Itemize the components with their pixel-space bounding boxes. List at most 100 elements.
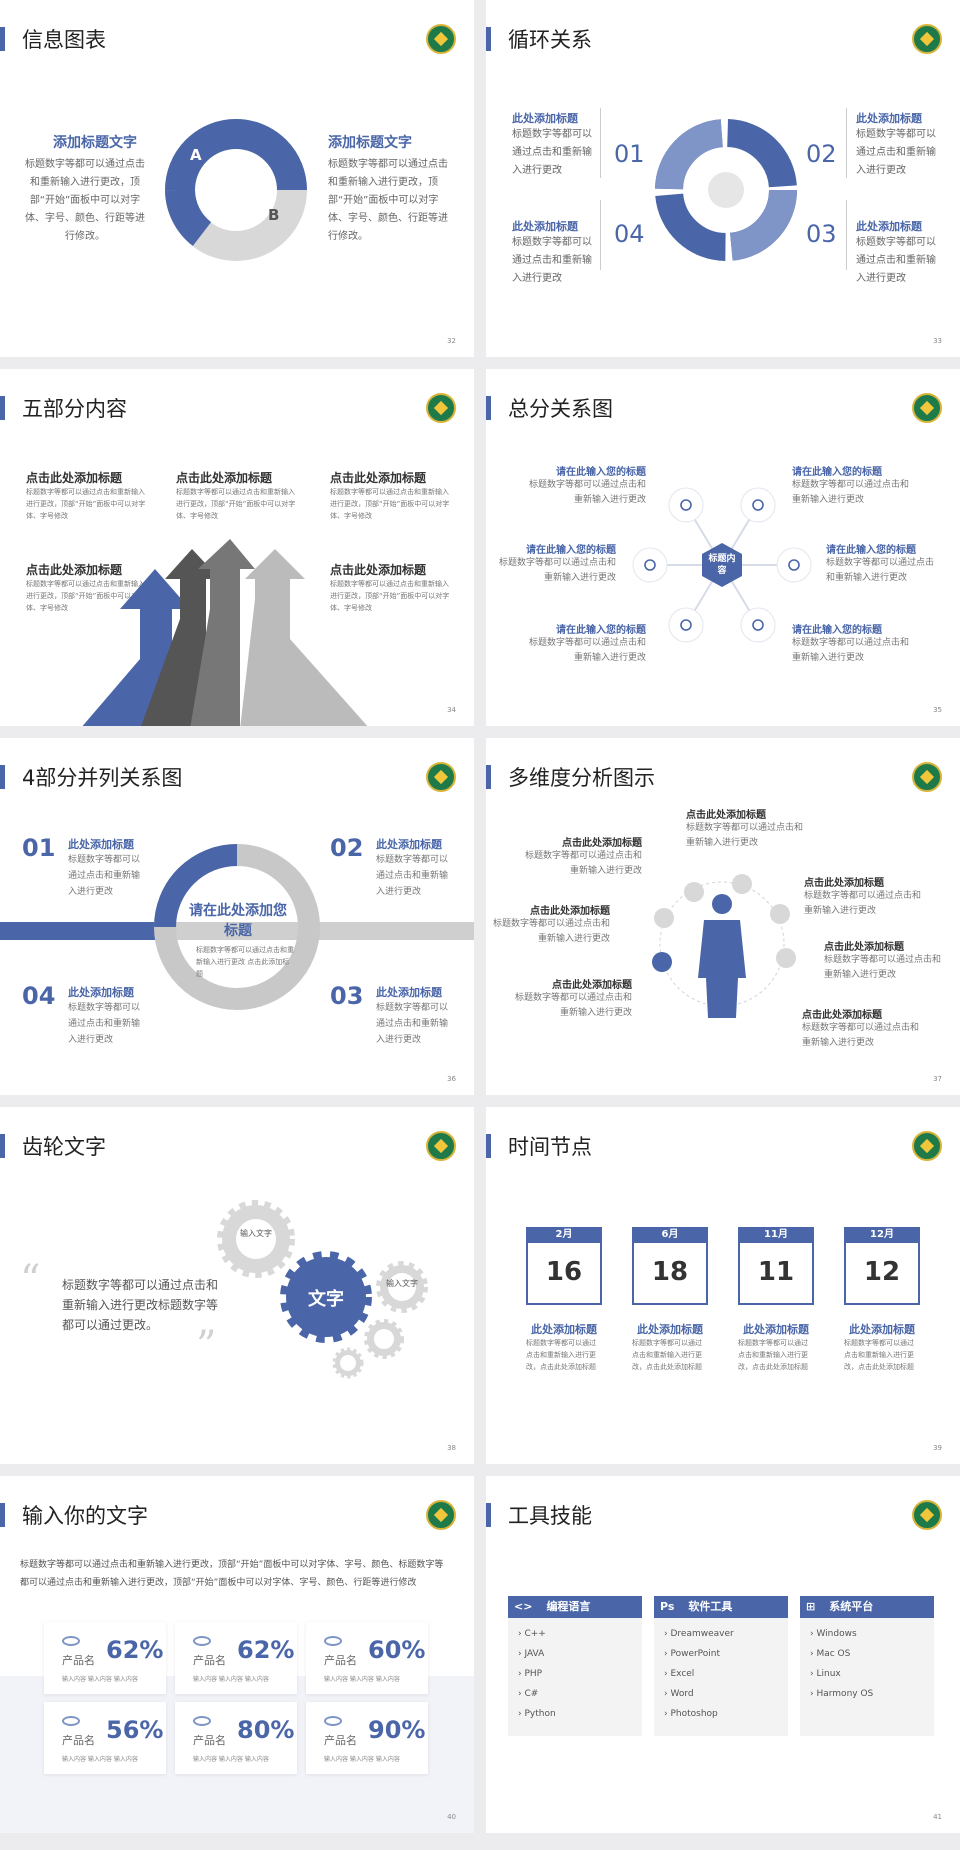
item-body: 标题数字等都可以通过点击和重新输入进行更改 xyxy=(792,638,910,663)
gear-small-label: 输入文字 xyxy=(240,1229,272,1238)
item-body: 标题数字等都可以通过点击和重新输入进行更改，点击此处添加标题 xyxy=(632,1339,702,1371)
item-heading: 此处添加标题 xyxy=(849,1323,915,1336)
part-5: 点击此处添加标题标题数字等都可以通过点击和重新输入进行更改，顶部“开始”面板中可… xyxy=(330,561,450,614)
item-body: 标题数字等都可以通过点击和重新输入进行更改 xyxy=(804,891,922,916)
slide-hub[interactable]: 总分关系图 标题内容 请在此输入您的标题标题数字等都可以通过点击和重新输入进行更… xyxy=(486,369,960,726)
quote-close-icon: ” xyxy=(196,1323,217,1369)
gear-icon xyxy=(776,547,812,583)
slide-title: 输入你的文字 xyxy=(22,1504,148,1528)
product-percent: 62% xyxy=(106,1636,164,1664)
gear-icon xyxy=(632,547,668,583)
part-3: 点击此处添加标题标题数字等都可以通过点击和重新输入进行更改，顶部“开始”面板中可… xyxy=(330,469,450,522)
num-01: 01 xyxy=(22,834,56,862)
dim-item-3: 点击此处添加标题标题数字等都可以通过点击和重新输入进行更改 xyxy=(804,874,924,919)
donut-segment-a xyxy=(165,119,307,191)
people-icon xyxy=(708,172,744,208)
school-logo-icon xyxy=(912,24,942,54)
skill-header: ⊞ 系统平台 xyxy=(800,1596,934,1618)
skill-heading: 系统平台 xyxy=(829,1600,874,1613)
item-heading: 点击此处添加标题 xyxy=(686,810,766,821)
product-label: 产品名 xyxy=(324,1734,357,1747)
school-logo-icon xyxy=(912,1131,942,1161)
product-label: 产品名 xyxy=(62,1734,95,1747)
product-card: 产品名 56% 输入内容 输入内容 输入内容 xyxy=(44,1702,166,1774)
hub-diagram xyxy=(632,487,812,643)
slide-title: 信息图表 xyxy=(22,28,106,52)
title-bar xyxy=(486,1134,491,1158)
part-body: 标题数字等都可以通过点击和重新输入进行更改，顶部“开始”面板中可以对字体、字号修… xyxy=(176,488,296,520)
item-heading: 点击此处添加标题 xyxy=(530,906,610,917)
slide-title: 齿轮文字 xyxy=(22,1135,106,1159)
product-card: 产品名 62% 输入内容 输入内容 输入内容 xyxy=(44,1622,166,1694)
gear-icon xyxy=(668,487,704,523)
product-sub: 输入内容 输入内容 输入内容 xyxy=(193,1756,269,1763)
page-number: 38 xyxy=(447,1444,456,1452)
ring-segment-light xyxy=(655,119,797,261)
part-body: 标题数字等都可以通过点击和重新输入进行更改 xyxy=(68,855,141,897)
slide-timeline[interactable]: 时间节点 2月 16 此处添加标题 标题数字等都可以通过点击和重新输入进行更改，… xyxy=(486,1107,960,1464)
skill-item: › Windows xyxy=(810,1629,857,1639)
slide-title: 时间节点 xyxy=(508,1135,592,1159)
dim-item-2: 点击此处添加标题标题数字等都可以通过点击和重新输入进行更改 xyxy=(522,834,642,879)
slide-multi-dimension[interactable]: 多维度分析图示 点击此处添加标题标题数字等都可以通过点击和重新输入进行更改 点击… xyxy=(486,738,960,1095)
product-sub: 输入内容 输入内容 输入内容 xyxy=(324,1676,400,1683)
slide-four-parallel[interactable]: 4部分并列关系图 请在此处添加您标题 标题数字等都可以通过点击和重新输入进行更改… xyxy=(0,738,474,1095)
dim-item-7: 点击此处添加标题标题数字等都可以通过点击和重新输入进行更改 xyxy=(802,1006,922,1051)
slide-info-chart[interactable]: 信息图表 添加标题文字 标题数字等都可以通过点击和重新输入进行更改，顶部“开始”… xyxy=(0,0,474,357)
center-ring xyxy=(154,844,320,1010)
center-hexagon xyxy=(702,543,742,587)
part-heading: 点击此处添加标题 xyxy=(26,563,123,577)
item-body: 标题数字等都可以通过点击和重新输入进行更改 xyxy=(826,558,935,583)
title-bar xyxy=(0,1503,5,1527)
skill-item-label: Python xyxy=(524,1709,556,1719)
slide-tools-skills[interactable]: 工具技能 <>编程语言› C++› JAVA› PHP› C#› Python … xyxy=(486,1476,960,1833)
item-heading: 此处添加标题 xyxy=(512,112,578,125)
person-body xyxy=(698,920,746,1018)
item-heading: 此处添加标题 xyxy=(531,1323,597,1336)
part-heading: 此处添加标题 xyxy=(376,838,442,851)
calendar-1: 2月 16 此处添加标题 标题数字等都可以通过点击和重新输入进行更改，点击此处添… xyxy=(526,1227,602,1373)
center-heading: 请在此处添加您标题 xyxy=(189,903,287,939)
page-number: 39 xyxy=(933,1444,942,1452)
product-sub: 输入内容 输入内容 输入内容 xyxy=(324,1756,400,1763)
slide-input-text[interactable]: 输入你的文字 标题数字等都可以通过点击和重新输入进行更改，顶部“开始”面板中可以… xyxy=(0,1476,474,1833)
skill-icon: <> xyxy=(514,1600,533,1613)
part-body: 标题数字等都可以通过点击和重新输入进行更改，顶部“开始”面板中可以对字体、字号修… xyxy=(26,580,146,612)
skill-item: › Mac OS xyxy=(810,1649,851,1659)
skill-item: › Photoshop xyxy=(664,1709,718,1719)
page-number: 33 xyxy=(933,337,942,345)
item-body: 标题数字等都可以通过点击和重新输入进行更改 xyxy=(512,237,592,284)
product-icon xyxy=(62,1716,80,1726)
item-heading: 此处添加标题 xyxy=(856,220,922,233)
right-heading: 添加标题文字 xyxy=(328,135,412,151)
title-bar xyxy=(486,27,491,51)
slide-cycle[interactable]: 循环关系 此处添加标题 标题数字等都可以通过点击和重新输入进行更改 此处添加标题… xyxy=(486,0,960,357)
skill-item-label: Dreamweaver xyxy=(670,1629,734,1639)
skill-item-label: Mac OS xyxy=(816,1649,851,1659)
item-body: 标题数字等都可以通过点击和重新输入进行更改 xyxy=(512,129,592,176)
skill-item: › C# xyxy=(518,1689,539,1699)
slide-five-parts[interactable]: 五部分内容 点击此处添加标题标题数字等都可以通过点击和重新输入进行更改，顶部“开… xyxy=(0,369,474,726)
quote-open-icon: “ xyxy=(20,1257,41,1303)
item-heading: 点击此处添加标题 xyxy=(802,1010,882,1021)
slide-gear-text[interactable]: 齿轮文字 “ ” 标题数字等都可以通过点击和重新输入进行更改标题数字等都可以通过… xyxy=(0,1107,474,1464)
page-number: 37 xyxy=(933,1075,942,1083)
skill-item: › Harmony OS xyxy=(810,1689,874,1699)
product-card: 产品名 60% 输入内容 输入内容 输入内容 xyxy=(306,1622,428,1694)
cycle-item-3: 此处添加标题 标题数字等都可以通过点击和重新输入进行更改 xyxy=(856,218,936,288)
title-bar xyxy=(0,396,5,420)
gears-graphic xyxy=(217,1200,428,1379)
school-logo-icon xyxy=(426,762,456,792)
skill-item: › Word xyxy=(664,1689,694,1699)
skill-item-label: Linux xyxy=(816,1669,841,1679)
slide-title: 工具技能 xyxy=(508,1504,592,1528)
part-2: 点击此处添加标题标题数字等都可以通过点击和重新输入进行更改，顶部“开始”面板中可… xyxy=(176,469,296,522)
skill-header: <>编程语言 xyxy=(508,1596,642,1618)
skill-icon: Ps xyxy=(660,1600,675,1613)
skill-icon: ⊞ xyxy=(806,1600,816,1613)
calendar-month: 6月 xyxy=(632,1227,708,1243)
product-label: 产品名 xyxy=(62,1654,95,1667)
product-card: 产品名 90% 输入内容 输入内容 输入内容 xyxy=(306,1702,428,1774)
product-card: 产品名 80% 输入内容 输入内容 输入内容 xyxy=(175,1702,297,1774)
